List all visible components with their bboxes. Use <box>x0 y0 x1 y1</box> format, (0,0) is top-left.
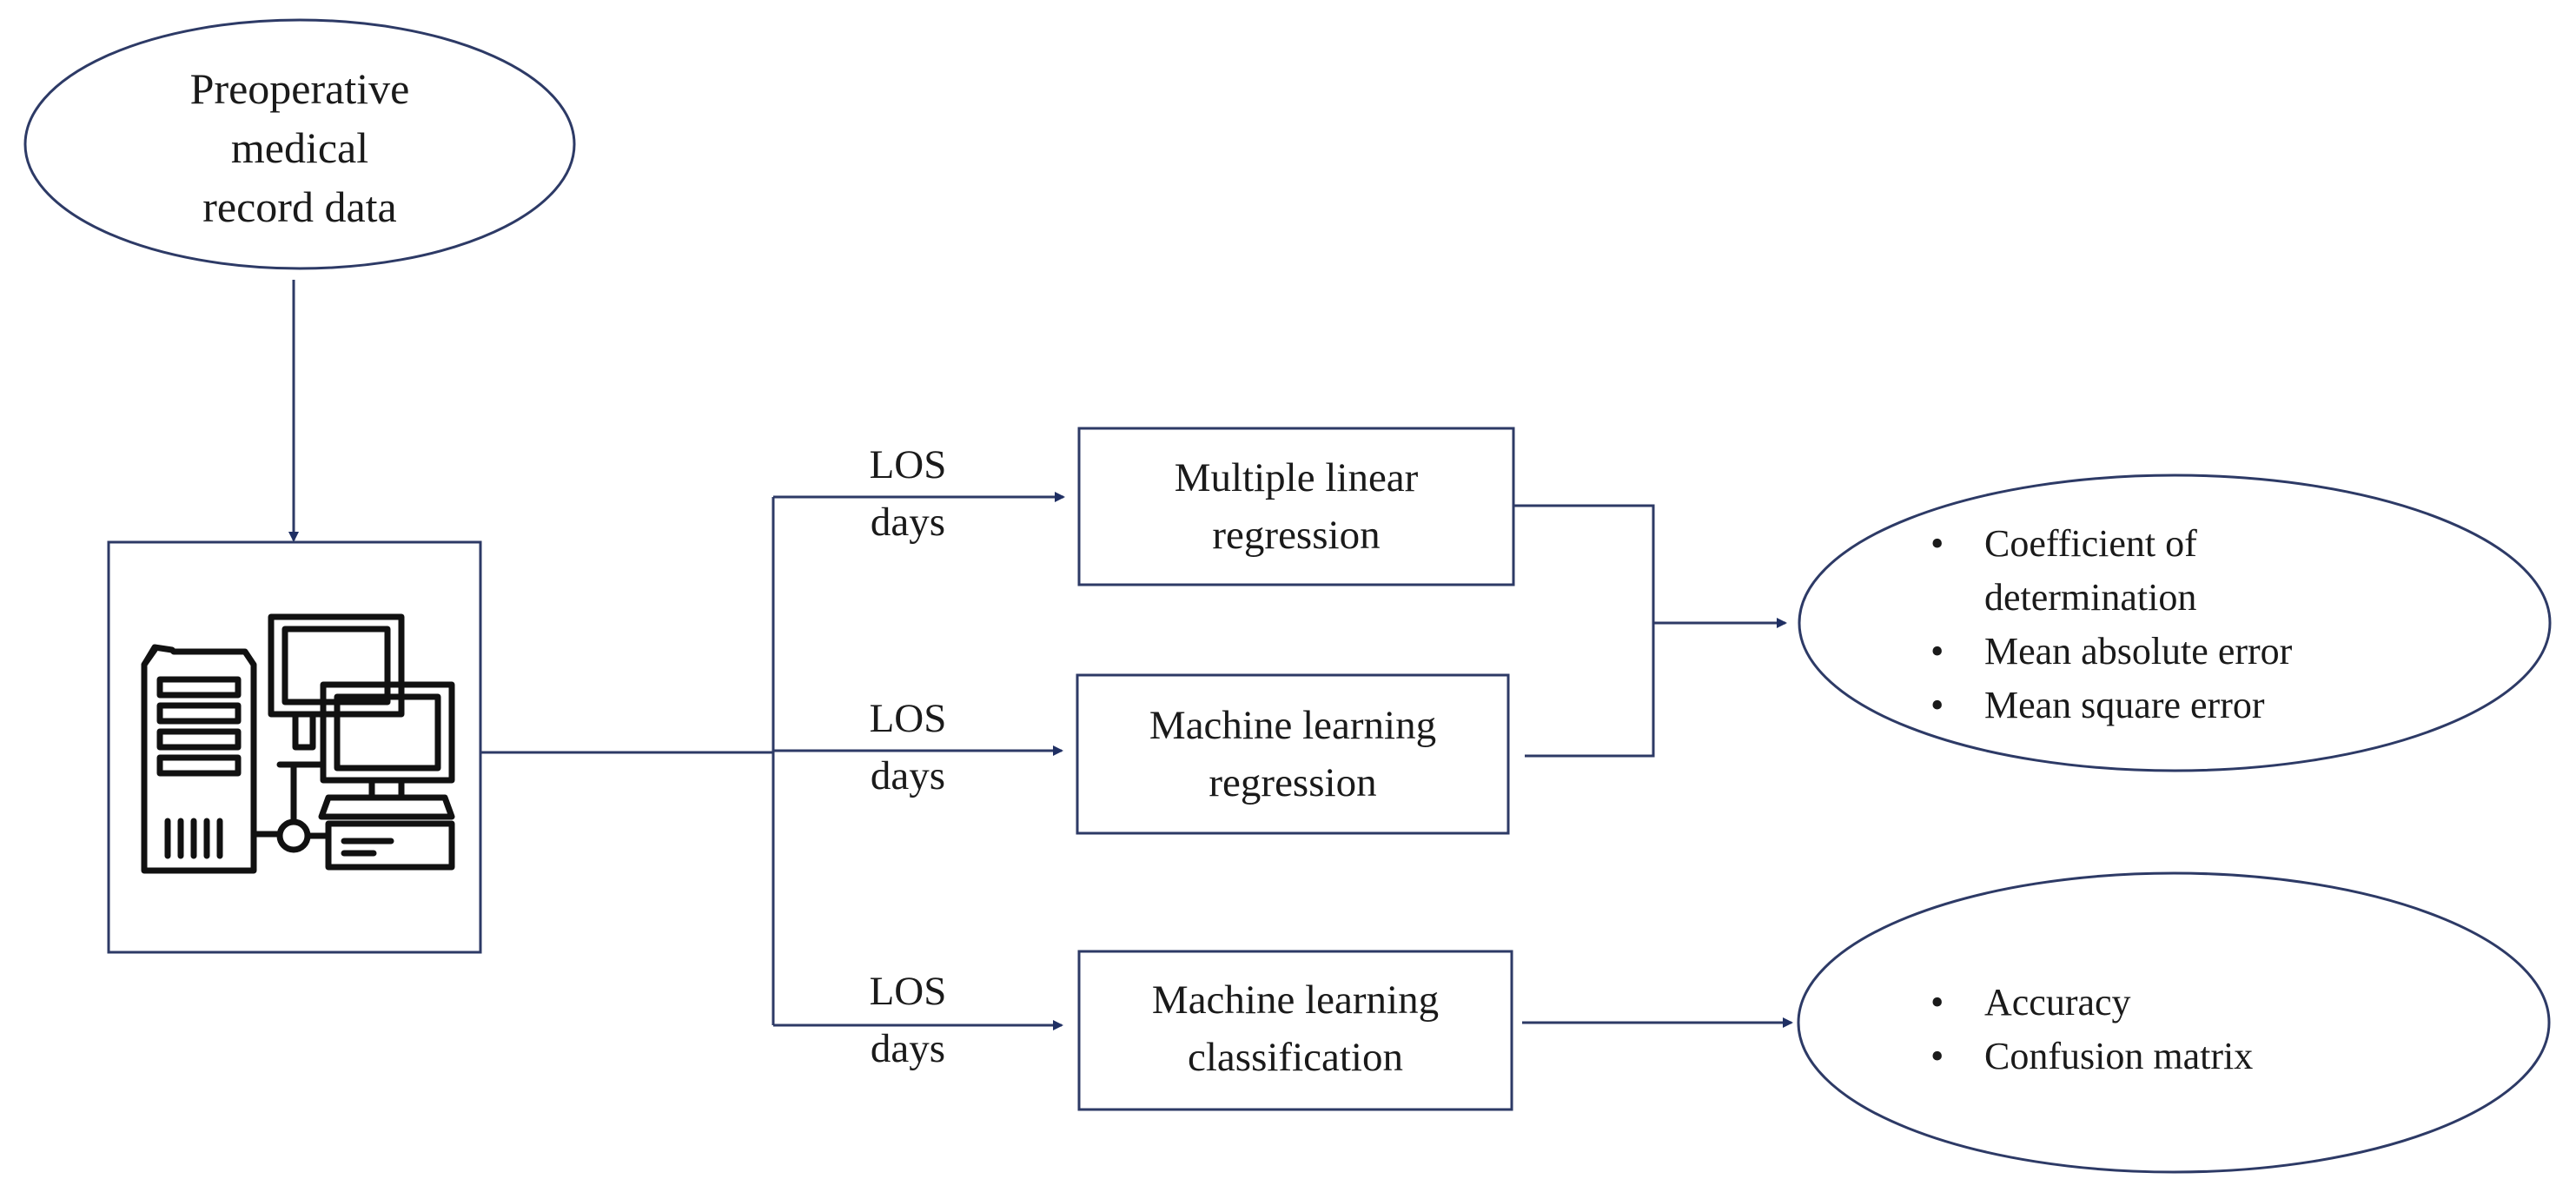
model-3-line-1: Machine learning <box>1151 977 1440 1023</box>
edge-label-1: LOS days <box>847 436 969 551</box>
metric-2-line-1: Mean absolute error <box>1984 630 2293 672</box>
edge-label-3: LOS days <box>847 963 969 1077</box>
metric-3-line-1: Mean square error <box>1984 684 2265 726</box>
model-label-ml-regression: Machine learning regression <box>1077 697 1508 811</box>
edge-label-2-line-1: LOS <box>869 696 947 741</box>
model-label-multiple-linear-regression: Multiple linear regression <box>1079 449 1513 564</box>
edge-label-1-line-1: LOS <box>869 442 947 487</box>
model-1-line-1: Multiple linear <box>1174 455 1419 500</box>
model-box-ml-classification <box>1077 950 1513 1111</box>
computer-workstation-icon <box>141 613 455 874</box>
classification-metrics-list: Accuracy Confusion matrix <box>1930 976 2253 1083</box>
edge-label-3-line-1: LOS <box>869 969 947 1014</box>
metric-4-line-1: Accuracy <box>1984 981 2131 1023</box>
regression-metrics-ellipse <box>1798 474 2552 772</box>
edge-label-2: LOS days <box>847 690 969 805</box>
metric-5-line-1: Confusion matrix <box>1984 1035 2254 1077</box>
metric-1-line-2: determination <box>1984 576 2197 619</box>
model-3-line-2: classification <box>1188 1035 1403 1080</box>
metric-item-mse: Mean square error <box>1930 679 2292 732</box>
source-ellipse <box>23 18 576 270</box>
edge-label-1-line-2: days <box>870 500 946 545</box>
metric-item-confusion-matrix: Confusion matrix <box>1930 1030 2253 1083</box>
metric-item-accuracy: Accuracy <box>1930 976 2253 1030</box>
model-2-line-2: regression <box>1209 760 1377 805</box>
metric-item-coefficient: Coefficient of determination <box>1930 517 2292 625</box>
metric-item-mae: Mean absolute error <box>1930 625 2292 679</box>
source-node-line-3: record data <box>202 182 397 231</box>
model-1-line-2: regression <box>1212 513 1381 558</box>
edge-label-2-line-2: days <box>870 753 946 798</box>
regression-metrics-list: Coefficient of determination Mean absolu… <box>1930 517 2292 732</box>
source-node-line-2: medical <box>230 123 369 172</box>
connector-regression-merge <box>1513 504 1655 758</box>
source-node-line-1: Preoperative <box>189 64 410 113</box>
source-node-label: Preoperative medical record data <box>126 59 473 236</box>
model-label-ml-classification: Machine learning classification <box>1079 971 1512 1086</box>
metric-1-line-1: Coefficient of <box>1984 522 2197 565</box>
model-box-ml-regression <box>1076 673 1510 835</box>
computer-box <box>107 540 482 954</box>
classification-metrics-ellipse <box>1797 871 2551 1174</box>
edge-label-3-line-2: days <box>870 1026 946 1071</box>
model-2-line-1: Machine learning <box>1149 703 1437 748</box>
